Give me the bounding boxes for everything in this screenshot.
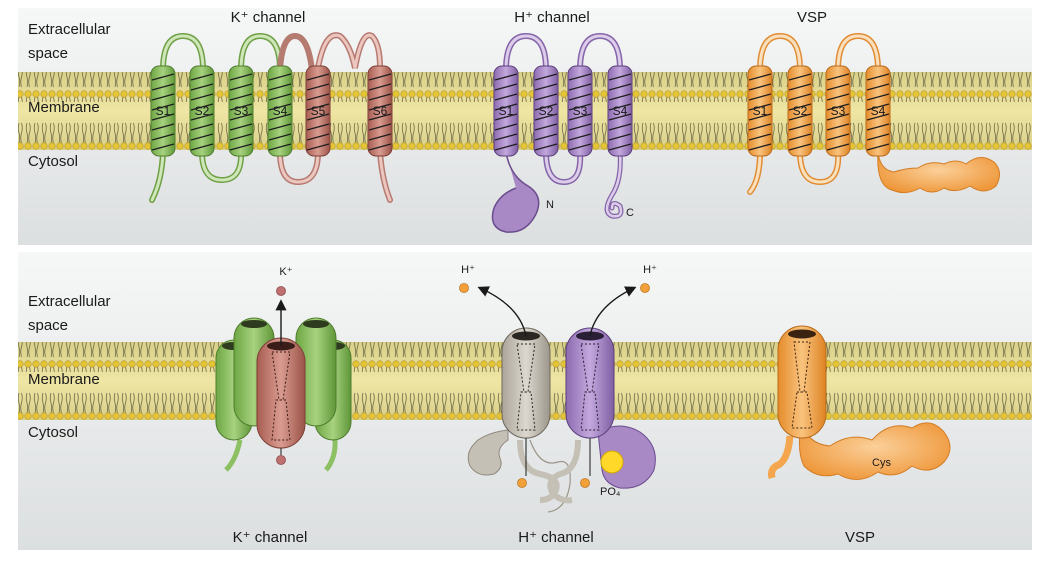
k-channel-tetramer — [215, 286, 352, 472]
k-channel-topology — [149, 32, 393, 203]
top-cytosol-label: Cytosol — [28, 153, 78, 170]
bottom-extracellular-label-1: Extracellular — [28, 293, 111, 310]
k-helix-s2: S2 — [189, 65, 215, 157]
top-membrane-label: Membrane — [28, 99, 100, 116]
k-helix-s4: S4 — [267, 65, 293, 157]
k-helix-s5-label: S5 — [311, 104, 326, 118]
vsp-helix-s3: S3 — [825, 65, 851, 157]
h-channel-topology — [503, 32, 624, 219]
bottom-extracellular-label-2: space — [28, 317, 68, 334]
h-helix-s1: S1 — [493, 65, 519, 157]
h-helix-s2: S2 — [533, 65, 559, 157]
bottom-vsp-caption: VSP — [845, 529, 875, 546]
k-helix-s1: S1 — [150, 65, 176, 157]
h-helix-s3-label: S3 — [573, 104, 588, 118]
h-helix-s3: S3 — [567, 65, 593, 157]
h-helix-s4: S4 — [607, 65, 633, 157]
k-ion-label: K⁺ — [279, 266, 292, 278]
vsp-helix-s3-label: S3 — [831, 104, 846, 118]
top-extracellular-label-2: space — [28, 45, 68, 62]
vsp-helix-s2: S2 — [787, 65, 813, 157]
k-helix-s3: S3 — [228, 65, 254, 157]
k-helix-s6-label: S6 — [373, 104, 388, 118]
h-c-terminus-label: C — [626, 207, 634, 219]
vsp-topology — [747, 32, 881, 195]
vsp-phosphatase-domain — [877, 151, 1000, 194]
vsp-helix-s4-label: S4 — [871, 104, 886, 118]
vsp-helices: S1 S2 S3 S4 — [747, 65, 891, 157]
top-membrane — [18, 72, 1032, 150]
h-helix-s4-label: S4 — [613, 104, 628, 118]
top-panel: Extracellular space Membrane Cytosol K⁺ … — [18, 8, 1032, 245]
k-helix-s2-label: S2 — [195, 104, 210, 118]
h-ion-left-label: H⁺ — [461, 264, 475, 276]
po4-label: PO₄ — [600, 486, 621, 498]
h-helix-s2-label: S2 — [539, 104, 554, 118]
h-ion-right-label: H⁺ — [643, 264, 657, 276]
bottom-membrane-label: Membrane — [28, 371, 100, 388]
bottom-k-channel-caption: K⁺ channel — [233, 529, 308, 546]
k-helix-s1-label: S1 — [156, 104, 171, 118]
bottom-panel: Extracellular space Membrane Cytosol K⁺ — [18, 252, 1032, 550]
k-helix-s3-label: S3 — [234, 104, 249, 118]
h-n-terminus-label: N — [546, 199, 554, 211]
h-helix-s1-label: S1 — [499, 104, 514, 118]
vsp-helix-s2-label: S2 — [793, 104, 808, 118]
top-vsp-title: VSP — [797, 9, 827, 26]
vsp-monomer — [768, 325, 951, 480]
k-channel-helices: S1 S2 S3 S4 S5 S6 — [150, 65, 393, 157]
h-channel-n-terminal-domain — [491, 151, 540, 233]
bottom-cytosol-label: Cytosol — [28, 424, 78, 441]
vsp-helix-s4: S4 — [865, 65, 891, 157]
top-h-channel-title: H⁺ channel — [514, 9, 589, 26]
top-extracellular-label-1: Extracellular — [28, 21, 111, 38]
h-channel-dimer — [459, 283, 656, 513]
k-helix-s6: S6 — [367, 65, 393, 157]
cys-label: Cys — [872, 457, 891, 469]
vsp-helix-s1-label: S1 — [753, 104, 768, 118]
top-k-channel-title: K⁺ channel — [231, 9, 306, 26]
vsp-helix-s1: S1 — [747, 65, 773, 157]
h-channel-helices: S1 S2 S3 S4 — [493, 65, 633, 157]
k-helix-s5: S5 — [305, 65, 331, 157]
k-helix-s4-label: S4 — [273, 104, 288, 118]
bottom-h-channel-caption: H⁺ channel — [518, 529, 593, 546]
